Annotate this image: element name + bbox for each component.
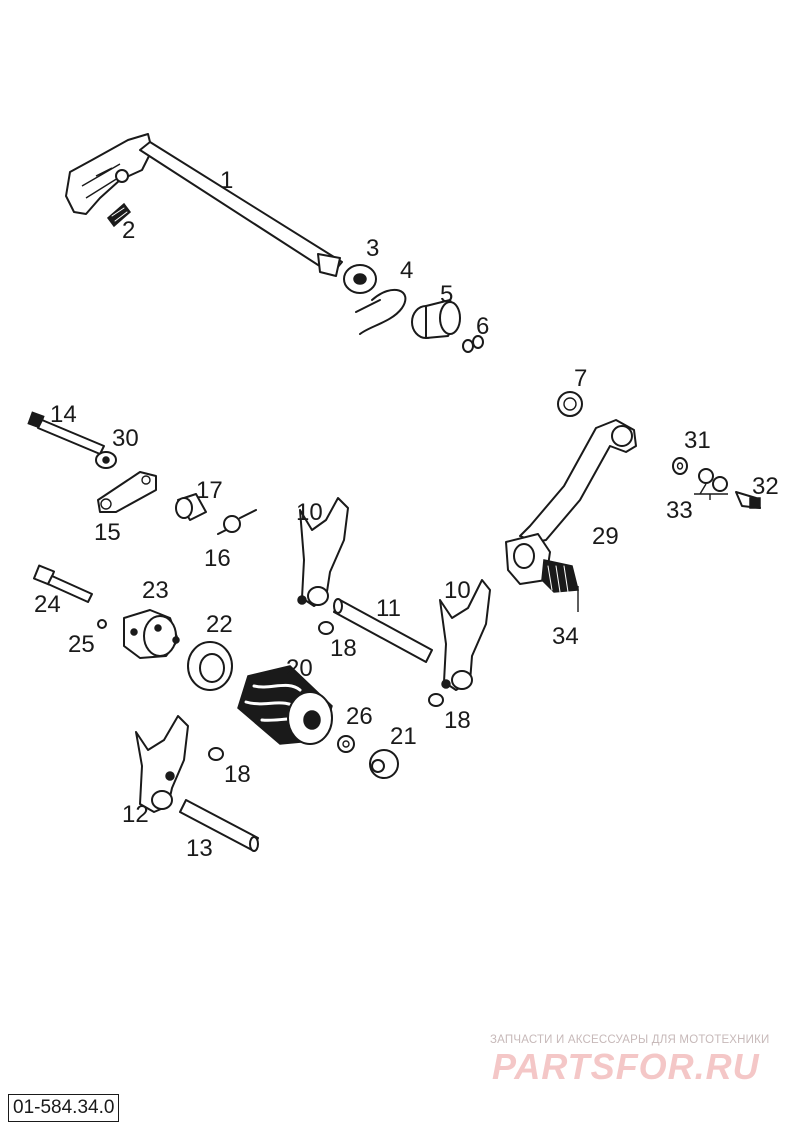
callout-label: 31 [684,427,711,454]
callout-label: 33 [666,497,693,524]
part-26-washer [337,735,355,753]
part-18-roller-b [428,693,444,707]
callout-label: 21 [390,723,417,750]
diagram-code-label: 01-584.34.0 [8,1094,120,1122]
callout-label: 25 [68,631,95,658]
part-29-shift-lever [505,419,637,585]
part-18-roller-c [208,747,224,761]
callout-label: 3 [366,235,379,262]
part-30-washer [95,451,117,469]
callout-label: 23 [142,577,169,604]
part-18-roller-a [318,621,334,635]
part-7-seal [557,391,583,417]
callout-label: 16 [204,545,231,572]
part-5-bushing [411,299,461,339]
callout-label: 20 [286,655,313,682]
part-16-spring [217,509,257,535]
part-3-washer [343,264,377,294]
watermark-caption: ЗАПЧАСТИ И АКСЕССУАРЫ ДЛЯ МОТОТЕХНИКИ [490,1034,770,1046]
callout-label: 1 [220,167,233,194]
part-22-bearing [187,641,233,691]
callout-label: 11 [376,595,401,622]
callout-label: 18 [224,761,251,788]
callout-label: 2 [122,217,135,244]
callout-label: 22 [206,611,233,638]
callout-label: 5 [440,281,453,308]
part-12-shift-fork [135,715,189,813]
part-11-shaft-rod [333,598,433,663]
leader-lines [577,494,711,612]
callout-label: 4 [400,257,413,284]
part-32-bolt [735,491,761,509]
callout-label: 18 [330,635,357,662]
callout-label: 7 [574,365,587,392]
callout-label: 10 [444,577,471,604]
callout-label: 10 [296,499,323,526]
callout-label: 24 [34,591,61,618]
callout-labels: 1 2 3 4 5 6 7 10 10 11 12 13 14 15 16 17… [34,167,779,862]
callout-label: 32 [752,473,779,500]
part-31-washer [672,457,688,475]
part-33-washers [694,468,728,495]
callout-label: 14 [50,401,77,428]
callout-label: 13 [186,835,213,862]
part-1-shift-shaft [65,133,343,277]
part-13-shaft-rod [179,799,259,852]
part-25-nut [97,619,107,629]
callout-label: 6 [476,313,489,340]
callout-label: 12 [122,801,149,828]
callout-label: 29 [592,523,619,550]
part-2-spring [106,202,132,228]
part-10-shift-fork-lower [439,579,491,691]
part-6-o-ring [462,335,484,353]
part-21-bearing [369,749,399,779]
part-20-shift-drum [237,665,333,745]
callout-label: 30 [112,425,139,452]
watermark-logo: PARTSFOR.RU [492,1046,760,1087]
callout-label: 26 [346,703,373,730]
part-24-bolt [32,564,93,603]
callout-label: 34 [552,623,579,650]
callout-label: 15 [94,519,121,546]
callout-label: 18 [444,707,471,734]
part-17-sleeve [175,493,207,521]
part-4-circlip [355,289,407,335]
part-10-shift-fork-upper [297,497,349,607]
part-15-lever [97,471,157,513]
part-34-rubber-cap [541,559,579,593]
callout-label: 17 [196,477,223,504]
part-23-shift-cam [123,609,180,659]
